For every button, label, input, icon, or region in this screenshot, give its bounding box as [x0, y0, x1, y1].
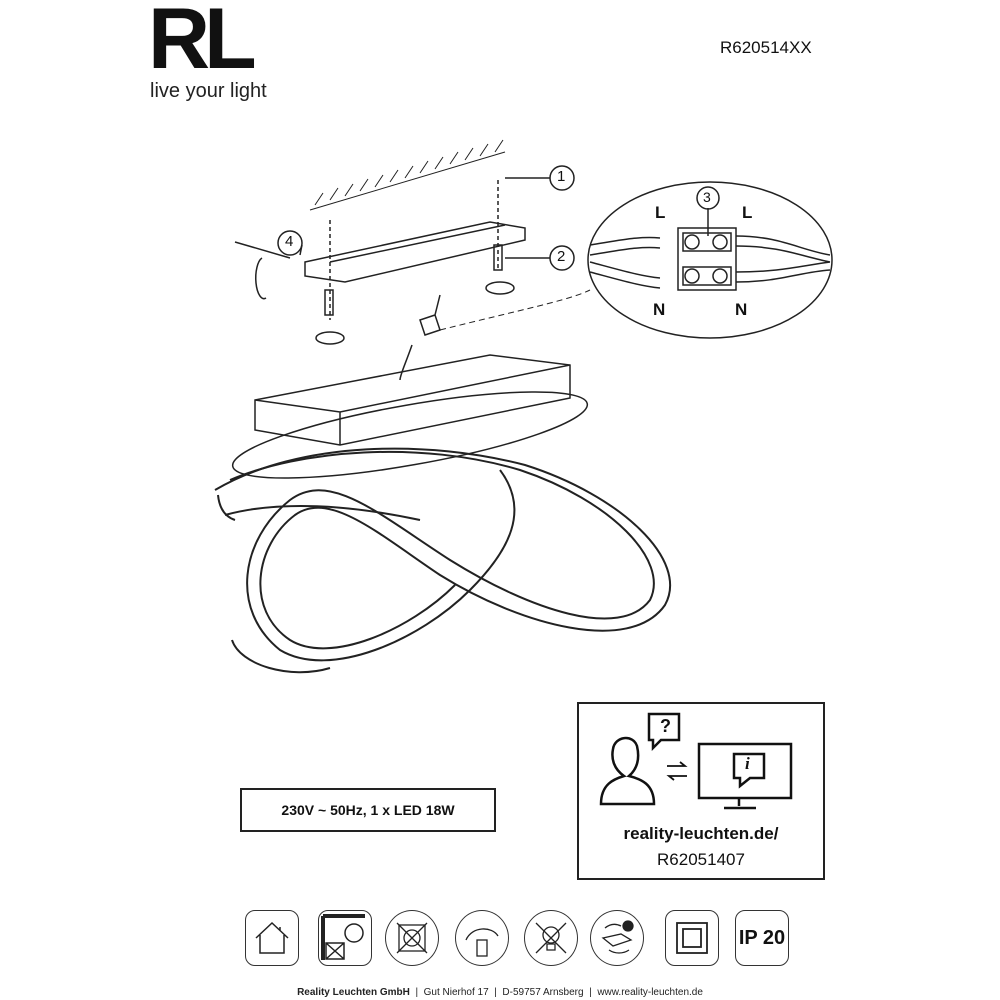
- model-number: R620514XX: [720, 38, 812, 57]
- assembly-diagram: [214, 139, 833, 674]
- footer-website[interactable]: www.reality-leuchten.de: [597, 987, 703, 998]
- label-neutral-right: N: [735, 300, 748, 319]
- product-code: R62051407: [657, 850, 745, 869]
- led-ring: [214, 447, 672, 674]
- footer: Reality Leuchten GmbH | Gut Nierhof 17 |…: [0, 987, 1000, 998]
- callout-lines: [299, 177, 550, 259]
- label-neutral-left: N: [653, 300, 666, 319]
- footer-company: Reality Leuchten GmbH: [297, 987, 410, 998]
- callout-3: 3: [703, 189, 711, 205]
- person-icon: [599, 736, 656, 806]
- protection-class-2-icon: [665, 910, 719, 966]
- monitor-icon: [697, 742, 793, 800]
- label-live-right: L: [742, 203, 753, 222]
- callout-2: 2: [557, 248, 566, 265]
- ceiling-hatch: [309, 139, 506, 211]
- info-mark: i: [745, 754, 750, 773]
- question-bubble-icon: [647, 712, 681, 752]
- footer-street: Gut Nierhof 17: [423, 987, 489, 998]
- no-dimmer-icon: [385, 910, 439, 966]
- driver-replaceable-icon: [590, 910, 644, 966]
- brand-tagline: live your light: [150, 80, 267, 102]
- electrical-spec: 230V ~ 50Hz, 1 x LED 18W: [240, 788, 496, 832]
- footer-separator: |: [415, 987, 419, 998]
- indoor-use-icon: [245, 910, 299, 966]
- canopy: [254, 354, 571, 446]
- switch-dimmer-icon: [455, 910, 509, 966]
- support-url[interactable]: reality-leuchten.de/: [623, 824, 779, 843]
- wiring-detail: [587, 181, 833, 339]
- callout-1: 1: [557, 168, 566, 185]
- exchange-arrows-icon: [666, 761, 688, 781]
- footer-separator: |: [494, 987, 497, 998]
- not-for-direct-mount-icon: [318, 910, 372, 966]
- mounting-bracket: [304, 221, 526, 283]
- ip-rating-icon: IP 20: [735, 910, 789, 966]
- info-bubble-icon: [732, 752, 766, 789]
- footer-separator: |: [589, 987, 592, 998]
- support-illustration: [599, 712, 793, 810]
- label-live-left: L: [655, 203, 666, 222]
- brand-logo: RL: [148, 0, 257, 87]
- ip-rating: IP 20: [738, 926, 786, 949]
- info-box: ? i reality-leuchten.de/ R62051407: [577, 702, 825, 880]
- led-not-replaceable-icon: [524, 910, 578, 966]
- question-mark: ?: [660, 716, 671, 736]
- footer-city: D-59757 Arnsberg: [502, 987, 584, 998]
- callout-4: 4: [285, 233, 294, 250]
